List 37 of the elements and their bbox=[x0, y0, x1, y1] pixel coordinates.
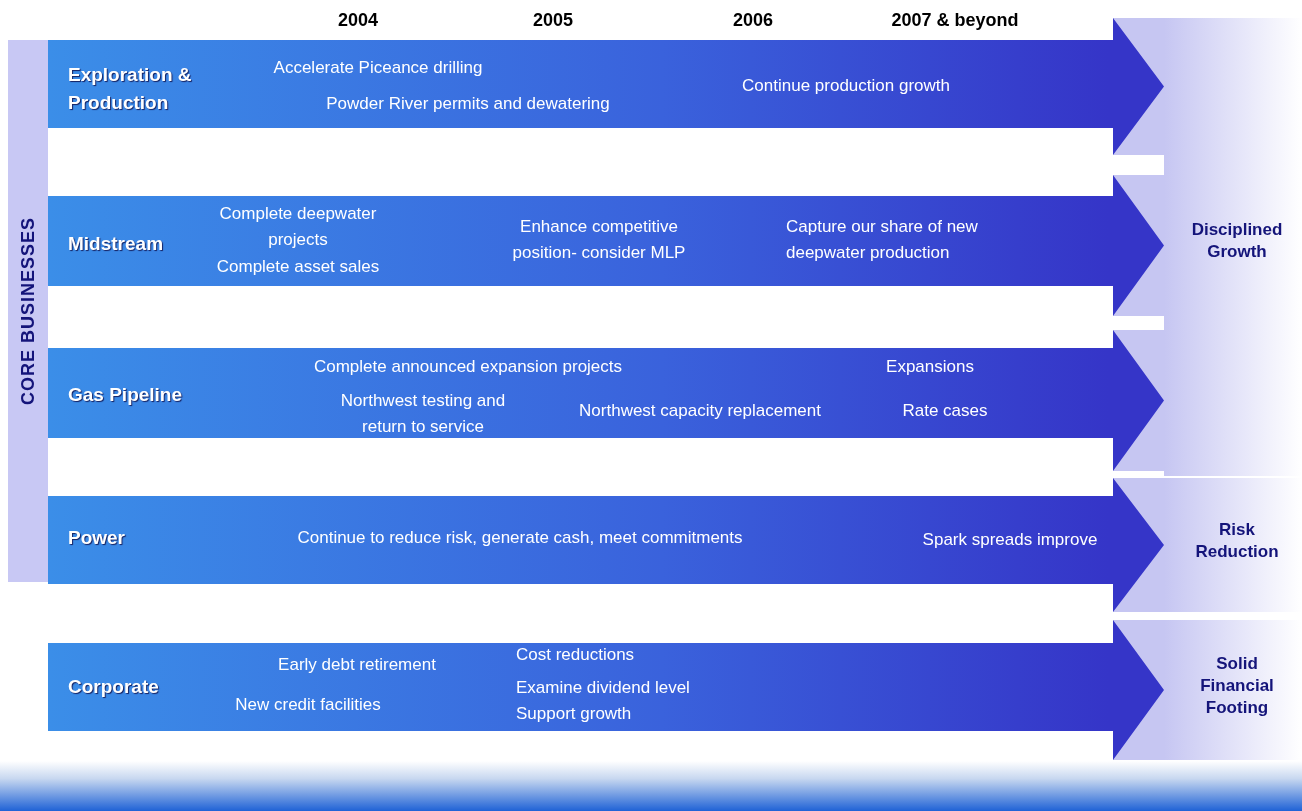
year-label: 2007 & beyond bbox=[891, 9, 1019, 31]
year-label: 2005 bbox=[533, 9, 573, 31]
year-label: 2006 bbox=[733, 9, 773, 31]
year-label: 2004 bbox=[338, 9, 378, 31]
milestone-text: Support growth bbox=[516, 703, 632, 725]
outcome-label: Disciplined Growth bbox=[1190, 219, 1284, 263]
row-heading: Corporate bbox=[68, 675, 160, 699]
milestone-text: Continue to reduce risk, generate cash, meet commitments bbox=[297, 527, 743, 549]
milestone-text: Complete asset sales bbox=[216, 256, 380, 278]
milestone-text: Northwest capacity replacement bbox=[579, 400, 821, 422]
milestone-text: Examine dividend level bbox=[516, 677, 690, 699]
milestone-text: Spark spreads improve bbox=[922, 529, 1098, 551]
milestone-text: Accelerate Piceance drilling bbox=[273, 57, 483, 79]
milestone-text: Complete deepwater projects bbox=[218, 203, 378, 251]
arrow-band bbox=[48, 330, 1164, 471]
milestone-text: Powder River permits and dewatering bbox=[326, 93, 610, 115]
milestone-text: New credit facilities bbox=[235, 694, 381, 716]
milestone-text: Early debt retirement bbox=[278, 654, 436, 676]
milestone-text: Capture our share of new deepwater production bbox=[786, 216, 979, 264]
milestone-text: Cost reductions bbox=[516, 644, 635, 666]
row-heading: Midstream bbox=[68, 232, 165, 256]
vertical-heading: CORE BUSINESSES bbox=[17, 217, 39, 405]
outcome-label: Solid Financial Footing bbox=[1199, 653, 1275, 719]
side-band bbox=[8, 40, 48, 582]
arrow-band bbox=[48, 478, 1164, 612]
milestone-text: Northwest testing and return to service bbox=[339, 390, 507, 438]
milestone-text: Complete announced expansion projects bbox=[313, 356, 623, 378]
milestone-text: Enhance competitive position- consider MLP bbox=[511, 216, 687, 264]
outcome-label: Risk Reduction bbox=[1194, 519, 1280, 563]
milestone-text: Rate cases bbox=[902, 400, 988, 422]
row-heading: Power bbox=[68, 526, 127, 550]
arrow-band bbox=[48, 620, 1164, 760]
row-heading: Gas Pipeline bbox=[68, 383, 184, 407]
milestone-text: Continue production growth bbox=[742, 75, 950, 97]
arrow-band bbox=[48, 175, 1164, 316]
row-heading: Exploration & Production bbox=[68, 63, 193, 115]
milestone-text: Expansions bbox=[886, 356, 974, 378]
